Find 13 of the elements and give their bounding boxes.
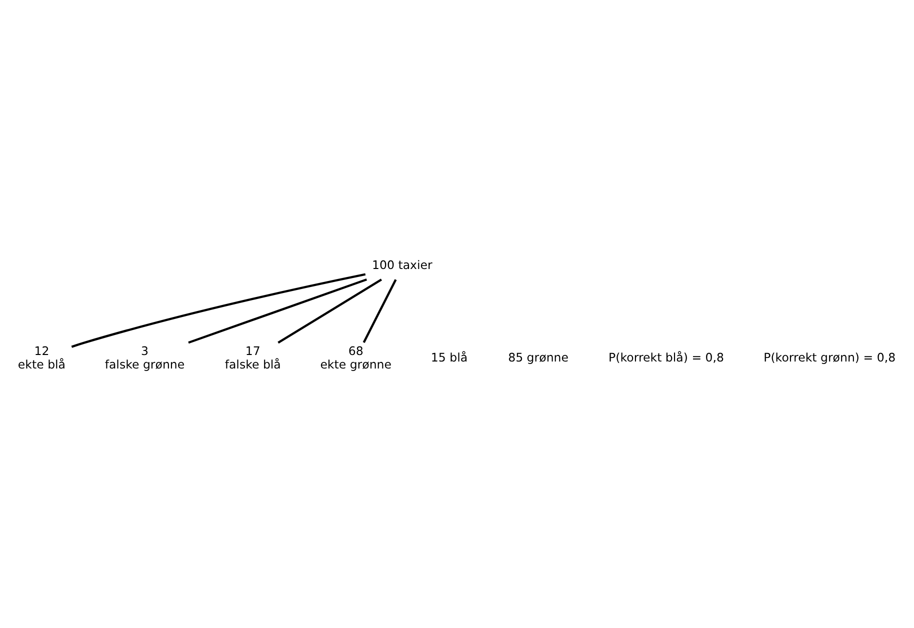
connector [278, 278, 382, 344]
node-text: 12 ekte blå [18, 344, 66, 372]
connector [188, 278, 368, 344]
label: P(korrekt blå) = 0,8 [608, 350, 724, 365]
node-text: 17 falske blå [224, 344, 281, 372]
label: P(korrekt grønn) = 0,8 [764, 350, 896, 365]
connector [71, 273, 366, 348]
node-text: 3 falske grønne [104, 344, 185, 372]
label: 85 grønne [508, 350, 568, 365]
node-text: 100 taxier [372, 258, 432, 272]
connector [362, 279, 397, 343]
label: 15 blå [430, 350, 468, 365]
node-text: 68 ekte grønne [320, 344, 392, 372]
